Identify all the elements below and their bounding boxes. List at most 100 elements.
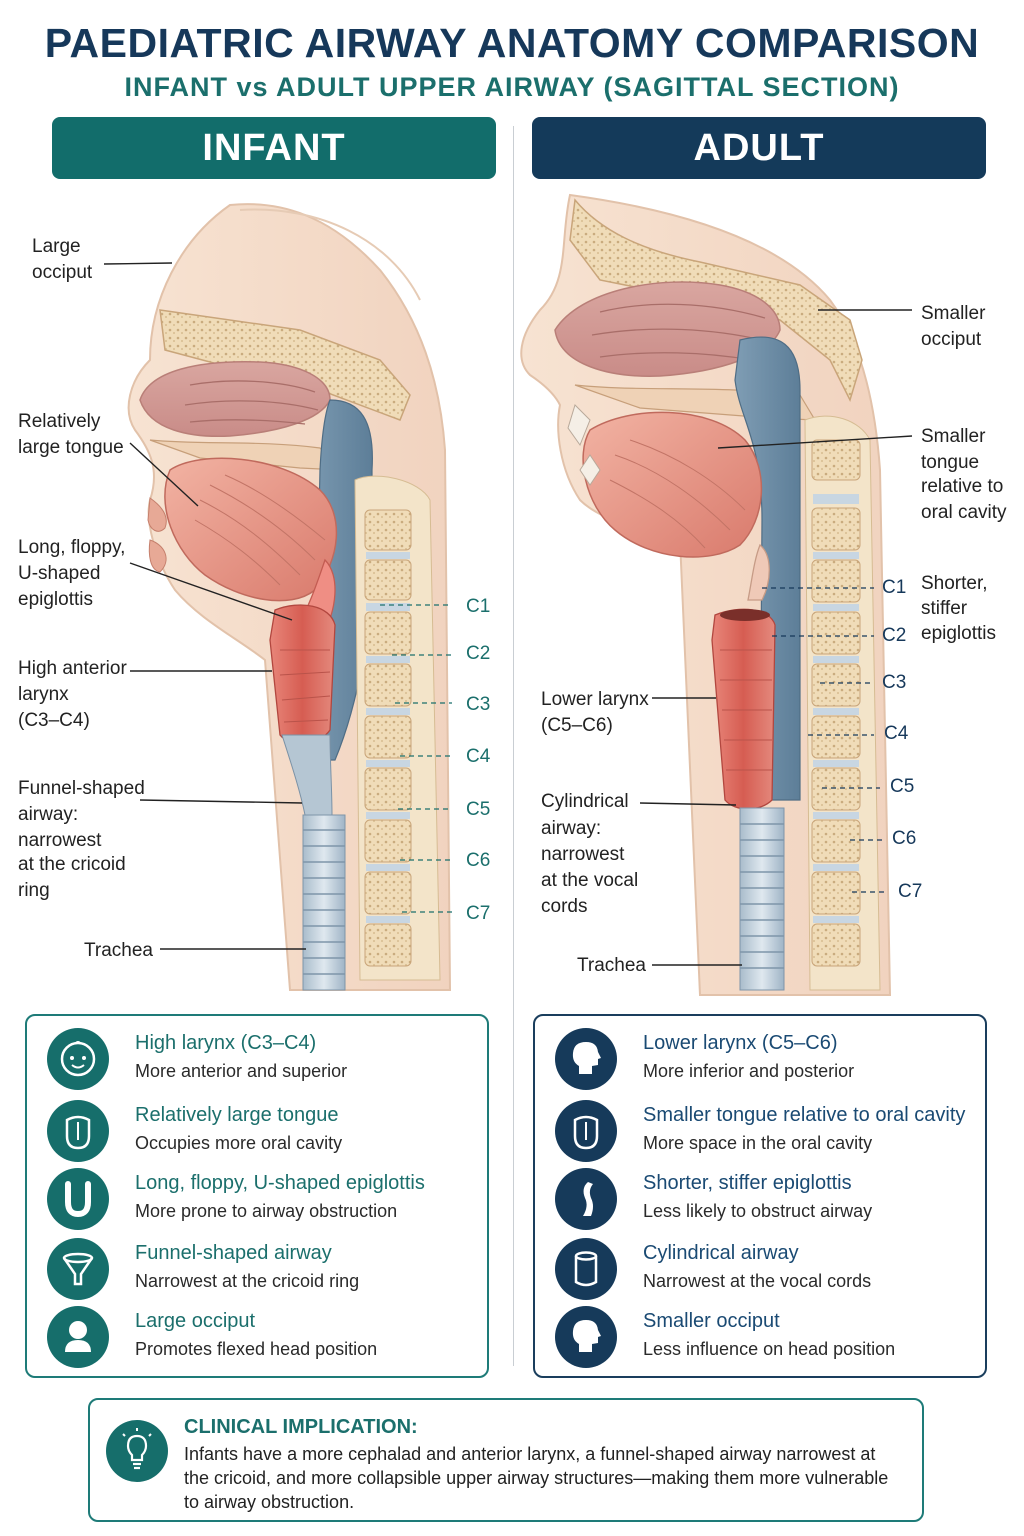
infant-label-airway-3: narrowest <box>18 830 102 851</box>
adult-label-airway-2: airway: <box>541 818 601 839</box>
feature-desc: More inferior and posterior <box>643 1061 855 1081</box>
infant-vertebra-c7: C7 <box>466 903 490 924</box>
center-divider <box>513 126 514 1366</box>
infant-feature-item: Long, floppy, U-shaped epiglottis More p… <box>47 1168 477 1230</box>
adult-feature-item: Shorter, stiffer epiglottis Less likely … <box>555 1168 985 1230</box>
infant-label-airway-5: ring <box>18 880 50 901</box>
tongue-icon <box>47 1100 109 1162</box>
baby-face-icon <box>47 1028 109 1090</box>
infant-label-epiglottis-1: Long, floppy, <box>18 537 125 558</box>
anatomy-illustrations: Large occiput Relatively large tongue Lo… <box>18 193 1007 996</box>
u-shape-icon <box>47 1168 109 1230</box>
feature-title: High larynx (C3–C4) <box>135 1032 317 1054</box>
infant-heading: INFANT <box>52 117 496 179</box>
feature-desc: Narrowest at the vocal cords <box>643 1271 872 1291</box>
infant-feature-item: Large occiput Promotes flexed head posit… <box>47 1306 477 1368</box>
infant-vertebra-c2: C2 <box>466 643 490 664</box>
page-subtitle: INFANT vs ADULT UPPER AIRWAY (SAGITTAL S… <box>124 72 900 102</box>
feature-title: Cylindrical airway <box>643 1242 799 1264</box>
adult-label-larynx-2: (C5–C6) <box>541 715 613 736</box>
clinical-body: Infants have a more cephalad and anterio… <box>184 1444 889 1512</box>
infant-vertebra-c1: C1 <box>466 596 490 617</box>
adult-feature-item: Cylindrical airway Narrowest at the voca… <box>555 1238 985 1300</box>
adult-label-epiglottis-3: epiglottis <box>921 623 996 644</box>
infant-label-larynx-3: (C3–C4) <box>18 710 90 731</box>
adult-label-airway-1: Cylindrical <box>541 791 629 812</box>
infant-label-occiput-2: occiput <box>32 262 93 283</box>
adult-head-icon <box>555 1306 617 1368</box>
infant-features-card: High larynx (C3–C4) More anterior and su… <box>25 1014 489 1378</box>
infant-label-larynx-2: larynx <box>18 684 69 705</box>
infant-label-trachea: Trachea <box>84 940 153 961</box>
adult-vertebra-c4: C4 <box>884 723 909 744</box>
infant-label-larynx-1: High anterior <box>18 658 127 679</box>
adult-label-epiglottis-2: stiffer <box>921 598 968 619</box>
infant-label-airway-2: airway: <box>18 804 78 825</box>
feature-desc: More space in the oral cavity <box>643 1133 873 1153</box>
cylinder-icon <box>555 1238 617 1300</box>
adult-label-tongue-2: tongue <box>921 452 979 473</box>
tongue-icon <box>555 1100 617 1162</box>
infant-label-airway-4: at the cricoid <box>18 854 126 875</box>
adult-label-tongue-3: relative to <box>921 476 1003 497</box>
adult-feature-item: Lower larynx (C5–C6) More inferior and p… <box>555 1028 985 1090</box>
adult-label-epiglottis-1: Shorter, <box>921 573 988 594</box>
infant-label-airway-1: Funnel-shaped <box>18 778 145 799</box>
feature-title: Funnel-shaped airway <box>135 1242 332 1264</box>
funnel-icon <box>47 1238 109 1300</box>
adult-label-tongue-1: Smaller <box>921 426 986 447</box>
feature-title: Large occiput <box>135 1310 256 1332</box>
adult-label-occiput-1: Smaller <box>921 303 986 324</box>
feature-desc: Less influence on head position <box>643 1339 896 1359</box>
adult-vertebra-c5: C5 <box>890 776 914 797</box>
feature-title: Smaller tongue relative to oral cavity <box>643 1104 966 1126</box>
lightbulb-icon <box>106 1420 168 1482</box>
feature-desc: More prone to airway obstruction <box>135 1201 398 1221</box>
adult-vertebra-c3: C3 <box>882 672 906 693</box>
clinical-implication-box: CLINICAL IMPLICATION: Infants have a mor… <box>88 1398 924 1522</box>
adult-label-airway-4: at the vocal <box>541 870 638 891</box>
adult-vertebra-c2: C2 <box>882 625 906 646</box>
feature-title: Relatively large tongue <box>135 1104 339 1126</box>
feature-desc: Narrowest at the cricoid ring <box>135 1271 360 1291</box>
adult-illustration <box>520 193 913 996</box>
infant-vertebra-c6: C6 <box>466 850 490 871</box>
adult-vertebra-c7: C7 <box>898 881 922 902</box>
adult-vertebra-c1: C1 <box>882 577 906 598</box>
infant-label-epiglottis-3: epiglottis <box>18 589 93 610</box>
infant-label-tongue-2: large tongue <box>18 437 124 458</box>
infant-feature-item: High larynx (C3–C4) More anterior and su… <box>47 1028 477 1090</box>
adult-label-airway-3: narrowest <box>541 844 625 865</box>
adult-label-tongue-4: oral cavity <box>921 502 1007 523</box>
infant-vertebrae <box>364 509 412 967</box>
adult-label-occiput-2: occiput <box>921 329 982 350</box>
infant-vertebra-c3: C3 <box>466 694 490 715</box>
epiglottis-icon <box>555 1168 617 1230</box>
adult-label-trachea: Trachea <box>577 955 646 976</box>
adult-feature-item: Smaller occiput Less influence on head p… <box>555 1306 985 1368</box>
adult-features-card: Lower larynx (C5–C6) More inferior and p… <box>533 1014 987 1378</box>
page-title: PAEDIATRIC AIRWAY ANATOMY COMPARISON <box>44 20 980 66</box>
adult-label-airway-5: cords <box>541 896 587 917</box>
baby-head-icon <box>47 1306 109 1368</box>
infant-label-occiput-1: Large <box>32 236 81 257</box>
adult-vertebrae <box>811 439 861 967</box>
infant-vertebra-c5: C5 <box>466 799 490 820</box>
feature-desc: Occupies more oral cavity <box>135 1133 343 1153</box>
infant-illustration <box>103 203 452 991</box>
infant-feature-item: Relatively large tongue Occupies more or… <box>47 1100 477 1162</box>
adult-heading: ADULT <box>532 117 986 179</box>
adult-feature-item: Smaller tongue relative to oral cavity M… <box>555 1100 985 1162</box>
infant-label-tongue-1: Relatively <box>18 411 101 432</box>
feature-title: Long, floppy, U-shaped epiglottis <box>135 1172 425 1194</box>
feature-title: Smaller occiput <box>643 1310 780 1332</box>
feature-desc: More anterior and superior <box>135 1061 348 1081</box>
adult-label-larynx-1: Lower larynx <box>541 689 649 710</box>
infant-label-epiglottis-2: U-shaped <box>18 563 100 584</box>
feature-title: Shorter, stiffer epiglottis <box>643 1172 852 1194</box>
infant-vertebra-c4: C4 <box>466 746 491 767</box>
infant-feature-item: Funnel-shaped airway Narrowest at the cr… <box>47 1238 477 1300</box>
feature-desc: Less likely to obstruct airway <box>643 1201 873 1221</box>
clinical-title: CLINICAL IMPLICATION: <box>184 1416 418 1438</box>
adult-vertebra-c6: C6 <box>892 828 916 849</box>
